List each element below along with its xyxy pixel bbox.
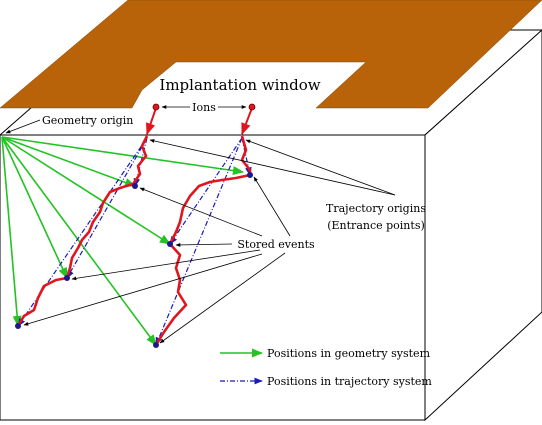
legend-geometry-label: Positions in geometry system xyxy=(267,347,431,360)
event-dot xyxy=(15,323,21,329)
stored-event-pointer xyxy=(175,243,233,247)
geometry-vector xyxy=(1,136,157,346)
geometry-vector xyxy=(1,136,137,187)
ion-dot-left xyxy=(152,103,160,111)
implantation-window-label: Implantation window xyxy=(159,76,320,94)
ion-dot-right xyxy=(248,103,256,111)
trajectory-origin-pointer xyxy=(245,139,396,196)
mask-slab xyxy=(0,0,542,109)
stored-event-pointer xyxy=(159,252,286,344)
event-dot xyxy=(247,172,253,178)
geometry-origin-label: Geometry origin xyxy=(42,114,133,127)
geometry-origin-pointer xyxy=(5,119,41,134)
ions-label: Ions xyxy=(192,101,216,114)
geometry-vector xyxy=(1,136,171,245)
event-dot xyxy=(64,275,70,281)
stored-event-pointer xyxy=(253,176,291,237)
legend: Positions in geometry system Positions i… xyxy=(220,347,432,388)
geometry-vector xyxy=(1,136,68,280)
trajectory-vector xyxy=(66,137,148,279)
entrance-points-label: (Entrance points) xyxy=(327,219,425,232)
geometry-vector xyxy=(1,136,22,328)
stored-event-dots xyxy=(15,172,253,348)
geometry-vectors xyxy=(1,136,245,346)
trajectory-origin-pointer xyxy=(149,139,396,196)
trajectory-vector xyxy=(169,137,243,245)
trajectory-origins-label: Trajectory origins xyxy=(326,202,426,215)
event-dot xyxy=(153,342,159,348)
ion-entry-left xyxy=(145,107,157,136)
stored-event-pointer xyxy=(23,253,263,326)
ion-trajectory-left xyxy=(16,135,149,327)
trajectory-vector xyxy=(155,137,243,346)
stored-events-label: Stored events xyxy=(237,238,315,251)
ion-sources xyxy=(152,103,256,111)
annotation-pointers xyxy=(5,119,396,344)
event-dot xyxy=(132,183,138,189)
geometry-vector xyxy=(1,136,245,175)
event-dot xyxy=(167,241,173,247)
ion-entry-right xyxy=(241,107,253,136)
ion-entry-arrows xyxy=(145,107,253,136)
stored-event-pointer xyxy=(139,187,263,237)
stored-event-pointer xyxy=(71,249,261,281)
legend-trajectory-label: Positions in trajectory system xyxy=(267,375,432,388)
